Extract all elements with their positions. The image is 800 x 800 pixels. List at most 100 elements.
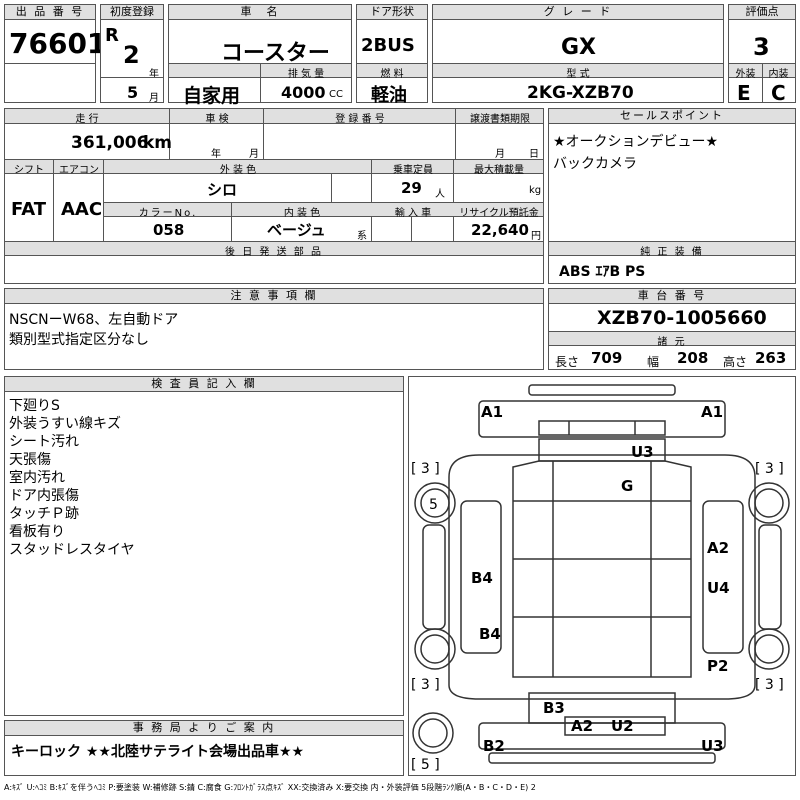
mark-u2-bottom: U2	[611, 717, 634, 735]
fuel-label: 燃 料	[380, 69, 404, 80]
score-cell: 評価点 3 外装 内装 E C	[728, 4, 796, 105]
lot-number-cell: 出 品 番 号 76601	[4, 4, 106, 103]
mark-a1-right: A1	[701, 403, 723, 421]
length-label: 長さ	[555, 355, 580, 369]
inspector-note-1: 下廻りS	[9, 398, 60, 414]
door-fuel-cell: ドア形状 2BUS 燃 料 軽油	[356, 4, 428, 106]
inspector-note-4: 天張傷	[9, 452, 51, 468]
tire-front-right-score: [ 3 ]	[755, 461, 784, 477]
era: R	[105, 25, 119, 46]
tire-front-left-score: [ 3 ]	[411, 461, 440, 477]
chassis-block: 車 台 番 号 XZB70-1005660 諸 元 長さ 709 幅 208 高…	[548, 288, 796, 370]
car-name-cell: 車 名 コースター 排 気 量 自家用 4000 CC	[168, 4, 352, 107]
reg-month-unit: 月	[149, 93, 159, 104]
mark-a2-right: A2	[707, 539, 729, 557]
displacement-unit: CC	[329, 89, 343, 100]
height-label: 高さ	[723, 355, 748, 369]
spare-tire-score: [ 5 ]	[411, 757, 440, 773]
exterior-color-label: 外 装 色	[219, 165, 257, 176]
inspector-label: 検 査 員 記 入 欄	[5, 377, 403, 392]
transfer-day-unit: 日	[529, 149, 539, 160]
exterior-color: シロ	[207, 181, 238, 199]
inspection-year-unit: 年	[211, 149, 221, 160]
recycle-label: リサイクル預託金	[459, 208, 539, 219]
grade-label: グ レ ー ド	[433, 5, 723, 20]
shift-label: シフト	[14, 165, 44, 176]
fuel: 軽油	[371, 85, 407, 106]
grade-model-cell: グ レ ー ド GX 型 式 2KG-XZB70	[432, 4, 724, 103]
width-value: 208	[677, 349, 709, 367]
mark-a2-bottom: A2	[571, 717, 593, 735]
spare-tire-top-score: 5	[429, 497, 438, 513]
color-no-label: カラーNo.	[138, 208, 198, 219]
inspector-note-8: 看板有り	[9, 524, 65, 540]
damage-diagram: A1 A1 U3 G A2 B4 U4 B4 P2 B3 A2 U2 B2 U3…	[408, 376, 796, 776]
mark-u4-right: U4	[707, 579, 730, 597]
note-line-1: NSCNーW68、左自動ドア	[9, 312, 179, 328]
mark-u3-bottom: U3	[701, 737, 724, 755]
equipment-label: 純 正 装 備	[640, 247, 704, 258]
mileage-unit: km	[143, 133, 173, 153]
max-load-unit: kg	[529, 185, 542, 196]
note-line-2: 類別型式指定区分なし	[9, 332, 149, 348]
later-parts-label: 後 日 発 送 部 品	[225, 247, 323, 258]
ac-value: AAC	[61, 199, 103, 220]
recycle-unit: 円	[531, 231, 541, 242]
exterior-grade-label: 外装	[735, 69, 756, 80]
model-code: 2KG-XZB70	[527, 83, 634, 103]
capacity-label: 乗車定員	[393, 165, 433, 176]
inspection-label: 車 検	[205, 114, 229, 125]
reg-month: 5	[127, 83, 139, 102]
vehicle-details-block: 走 行 車 検 登 録 番 号 譲渡書類期限 361,006 km 年 月 月 …	[4, 108, 544, 284]
inspector-note-5: 室内汚れ	[9, 470, 65, 486]
car-name-label: 車 名	[169, 5, 351, 20]
inspector-note-3: シート汚れ	[9, 434, 79, 450]
mark-g: G	[621, 477, 633, 495]
door-type: 2BUS	[361, 35, 415, 56]
car-name: コースター	[221, 41, 330, 66]
sales-point-2: バックカメラ	[553, 156, 637, 172]
interior-grade-label: 内装	[768, 69, 789, 80]
mark-b2-left: B2	[483, 737, 505, 755]
exterior-grade: E	[737, 81, 751, 105]
specs-label: 諸 元	[657, 337, 687, 348]
capacity: 29	[401, 179, 422, 197]
mark-b4-left-lower: B4	[479, 625, 501, 643]
capacity-unit: 人	[435, 189, 445, 200]
inspection-month-unit: 月	[249, 149, 259, 160]
registration-label: 登 録 番 号	[335, 114, 385, 125]
score-label: 評価点	[729, 5, 795, 20]
reg-year-unit: 年	[149, 69, 159, 80]
inspector-note-6: ドア内張傷	[9, 488, 79, 504]
tire-rear-left-score: [ 3 ]	[411, 677, 440, 693]
height-value: 263	[755, 349, 787, 367]
chassis-number: XZB70-1005660	[597, 307, 767, 329]
import-label: 輸 入 車	[394, 208, 432, 219]
lot-number-label: 出 品 番 号	[5, 5, 95, 20]
sales-point-1: ★オークションデビュー★	[553, 134, 719, 150]
reg-year: 2	[123, 41, 140, 69]
equipment-value: ABS ｴｱB PS	[559, 264, 646, 280]
legend-footer: A:ｷｽﾞ U:ﾍｺﾐ B:ｷｽﾞを伴うﾍｺﾐ P:要塗装 W:補修跡 S:錆 …	[4, 783, 536, 792]
model-label: 型 式	[566, 69, 590, 80]
transfer-month-unit: 月	[495, 149, 505, 160]
shift-value: FAT	[11, 199, 47, 220]
inspector-block: 検 査 員 記 入 欄 下廻りS 外装うすい線キズ シート汚れ 天張傷 室内汚れ…	[4, 376, 404, 716]
chassis-label: 車 台 番 号	[549, 289, 795, 304]
mileage-label: 走 行	[75, 114, 99, 125]
displacement: 4000	[281, 83, 326, 102]
office-label: 事 務 局 よ り ご 案 内	[5, 721, 403, 736]
width-label: 幅	[647, 355, 660, 369]
first-reg-label: 初度登録	[101, 5, 163, 20]
interior-color: ベージュ	[267, 221, 326, 239]
notes-block: 注 意 事 項 欄 NSCNーW68、左自動ドア 類別型式指定区分なし	[4, 288, 544, 370]
color-number: 058	[153, 221, 185, 239]
tire-rear-right-score: [ 3 ]	[755, 677, 784, 693]
inspector-note-9: スタッドレスタイヤ	[9, 542, 135, 558]
car-history: 自家用	[183, 85, 241, 107]
lot-number: 76601	[9, 27, 107, 60]
displacement-label: 排 気 量	[287, 69, 325, 80]
transfer-label: 譲渡書類期限	[470, 114, 530, 125]
mark-b3: B3	[543, 699, 565, 717]
first-registration-cell: 初度登録 R 2 年 5 月	[100, 4, 164, 104]
